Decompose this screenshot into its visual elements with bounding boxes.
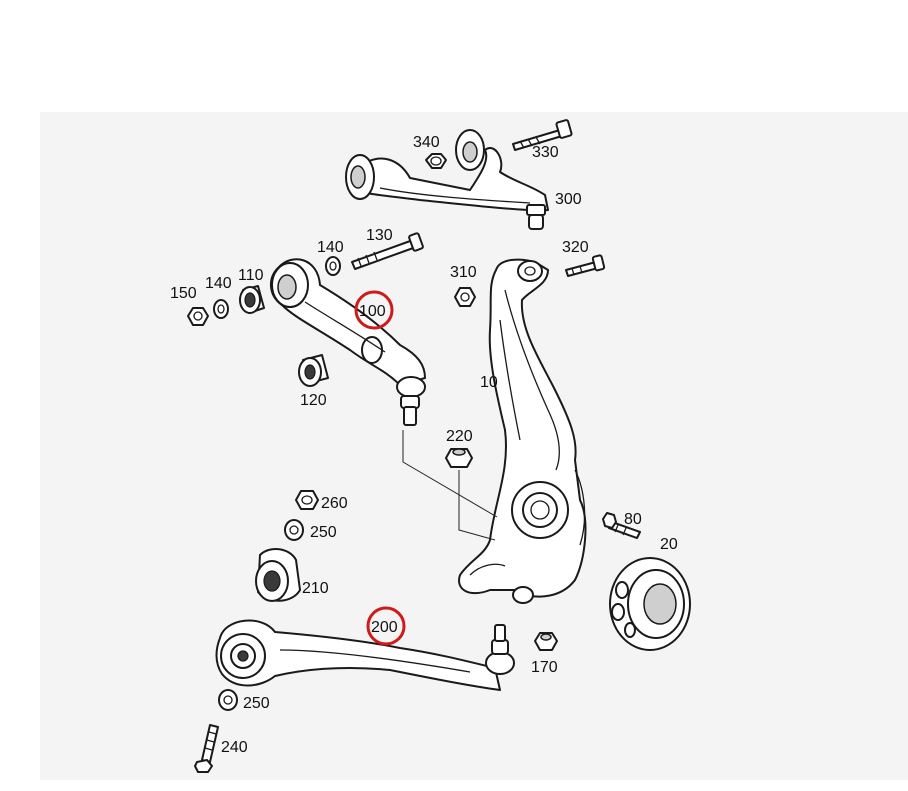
highlight-circle-100: [354, 290, 394, 330]
washer-140-upper: [325, 256, 341, 276]
upper-control-arm-300: [345, 129, 549, 230]
label-110: 110: [238, 267, 264, 284]
label-220: 220: [446, 428, 473, 445]
washer-140-lower: [213, 299, 229, 319]
nut-170: [534, 632, 558, 651]
washer-250-lower: [218, 689, 238, 711]
bolt-330: [512, 119, 573, 151]
nut-220: [445, 448, 473, 468]
nut-150: [187, 307, 209, 326]
label-140-upper: 140: [317, 239, 344, 256]
label-120: 120: [300, 392, 327, 409]
bolt-240: [194, 724, 219, 773]
label-300: 300: [555, 191, 582, 208]
label-100: 100: [359, 303, 386, 320]
label-330: 330: [532, 144, 559, 161]
control-arm-100: [270, 258, 426, 426]
steering-knuckle-10: [458, 258, 587, 604]
highlight-circle-200: [366, 606, 406, 646]
nut-310: [454, 287, 476, 307]
label-150: 150: [170, 285, 197, 302]
bolt-130: [351, 232, 424, 270]
bolt-320: [565, 254, 606, 277]
label-130: 130: [366, 227, 393, 244]
label-260: 260: [321, 495, 348, 512]
wheel-hub-20: [609, 557, 691, 651]
label-240: 240: [221, 739, 248, 756]
label-250-upper: 250: [310, 524, 337, 541]
bushing-120: [298, 354, 329, 387]
label-10: 10: [480, 374, 498, 391]
nut-260: [295, 490, 319, 510]
label-320: 320: [562, 239, 589, 256]
label-250-lower: 250: [243, 695, 270, 712]
assembly-guide-lines: [402, 430, 498, 541]
label-170: 170: [531, 659, 558, 676]
bolt-80: [602, 512, 641, 539]
bushing-210: [255, 548, 301, 602]
label-80: 80: [624, 511, 642, 528]
label-200: 200: [371, 619, 398, 636]
label-210: 210: [302, 580, 329, 597]
bushing-110: [239, 285, 265, 314]
label-340: 340: [413, 134, 440, 151]
nut-340: [425, 153, 447, 169]
control-arm-200: [215, 619, 515, 691]
label-140-lower: 140: [205, 275, 232, 292]
label-310: 310: [450, 264, 477, 281]
washer-250-upper: [284, 519, 304, 541]
label-20: 20: [660, 536, 678, 553]
